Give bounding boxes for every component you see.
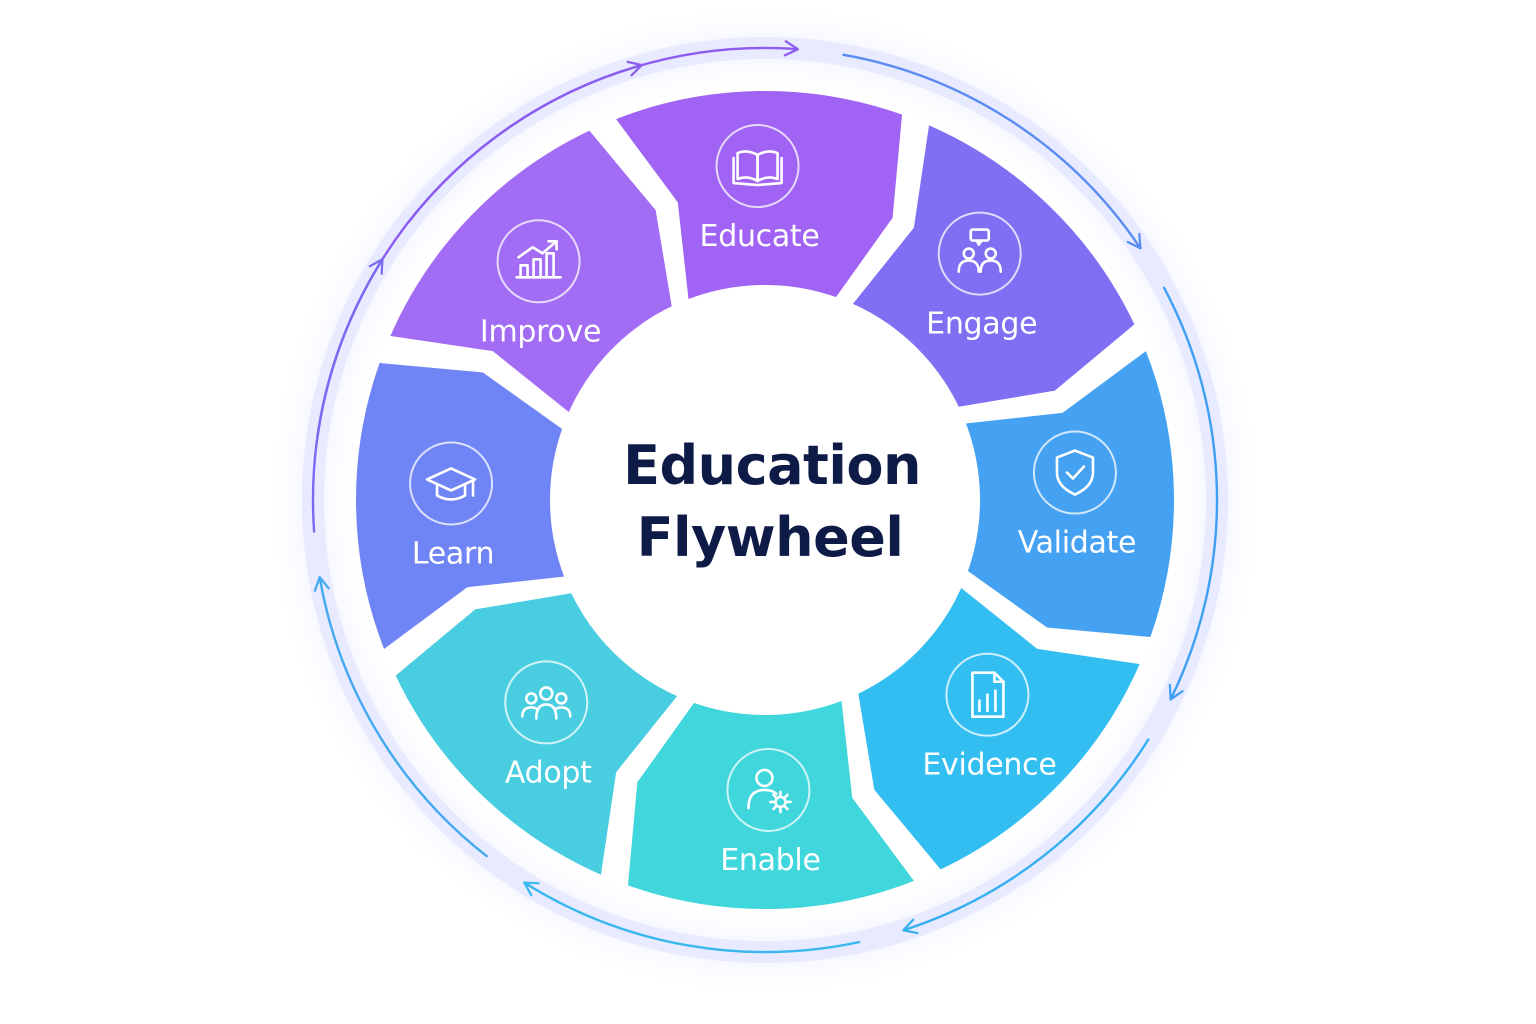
segment-shape-validate — [958, 343, 1180, 644]
segment-shape-learn — [350, 356, 572, 657]
segment-improve: Improve — [383, 123, 679, 420]
segment-label-improve: Improve — [480, 314, 601, 349]
cycle-arrow — [311, 258, 384, 533]
segment-shape-adopt — [388, 586, 685, 882]
segment-label-learn: Learn — [412, 536, 494, 571]
segment-label-educate: Educate — [700, 219, 820, 254]
user-gear-icon — [726, 747, 811, 832]
discussion-icon — [937, 211, 1022, 296]
segment-enable: Enable — [621, 693, 922, 915]
segment-shape-educate — [608, 85, 909, 307]
center-disc — [557, 292, 973, 708]
cycle-arrow — [313, 575, 488, 858]
center-title-line-2: Flywheel — [637, 506, 904, 569]
segment-label-evidence: Evidence — [922, 748, 1056, 783]
segment-label-adopt: Adopt — [505, 755, 592, 790]
segment-shape-evidence — [851, 580, 1147, 877]
segment-shape-engage — [845, 118, 1142, 414]
segment-label-validate: Validate — [1018, 526, 1137, 561]
segment-label-engage: Engage — [926, 307, 1037, 342]
open-book-icon — [715, 124, 800, 209]
segment-educate: Educate — [608, 85, 909, 307]
segment-validate: Validate — [958, 343, 1180, 644]
segment-evidence: Evidence — [851, 580, 1147, 877]
cycle-arrow — [902, 738, 1150, 935]
cycle-arrow — [842, 53, 1142, 250]
group-icon — [504, 660, 589, 745]
document-chart-icon — [945, 652, 1030, 737]
growth-chart-icon — [496, 219, 581, 304]
segment-label-enable: Enable — [720, 843, 820, 878]
center-title-line-1: Education — [623, 434, 921, 497]
cycle-arrow — [407, 60, 643, 223]
cycle-arrows — [311, 40, 1219, 954]
cycle-arrow — [1162, 286, 1219, 701]
segment-shape-enable — [621, 693, 922, 915]
segment-learn: Learn — [350, 356, 572, 657]
segment-engage: Engage — [845, 118, 1142, 414]
shield-check-icon — [1032, 430, 1117, 515]
segment-shape-improve — [383, 123, 679, 420]
cycle-arrow — [523, 881, 861, 954]
graduation-cap-icon — [409, 441, 494, 526]
segment-adopt: Adopt — [388, 586, 685, 882]
